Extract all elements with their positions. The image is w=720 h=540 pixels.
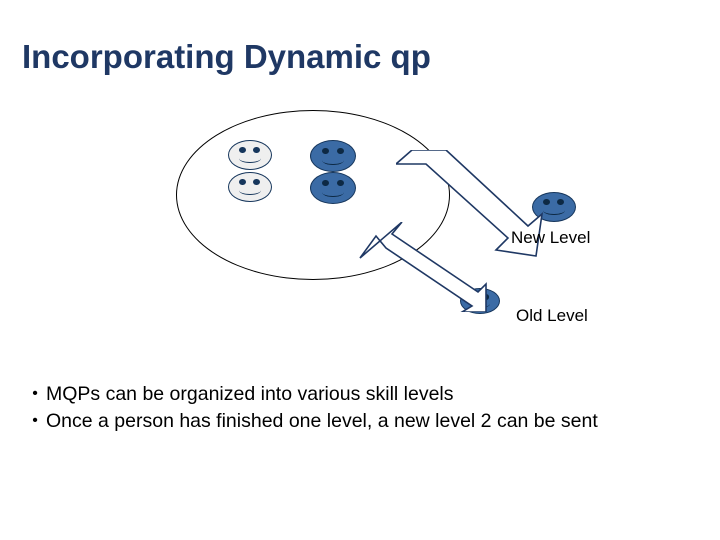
bullet-text: Once a person has finished one level, a … <box>46 409 598 432</box>
face-eye-right <box>336 179 344 187</box>
face-head <box>310 140 356 172</box>
face-eye-left <box>239 147 246 154</box>
face-mouth <box>543 206 565 216</box>
label-new-level: New Level <box>511 228 591 247</box>
smiley-face-light-2 <box>228 172 272 202</box>
list-item: • MQPs can be organized into various ski… <box>24 382 704 408</box>
label-old-level: Old Level <box>516 306 588 325</box>
face-eye-left <box>239 179 246 186</box>
smiley-face-dark-2 <box>310 172 356 204</box>
group-ellipse <box>176 110 450 280</box>
arrow-to-new-level <box>396 150 544 257</box>
face-head <box>228 172 272 202</box>
face-eye-right <box>253 147 261 154</box>
list-item: • Once a person has finished one level, … <box>24 409 704 435</box>
face-eye-right <box>253 179 261 186</box>
smiley-face-light-1 <box>228 140 272 170</box>
smiley-face-dark-1 <box>310 140 356 172</box>
face-mouth <box>321 187 345 197</box>
bullet-marker: • <box>32 385 38 402</box>
bullet-text: MQPs can be organized into various skill… <box>46 383 454 405</box>
bullet-marker: • <box>32 411 38 429</box>
face-mouth <box>239 186 261 196</box>
arrow-to-old-level <box>359 222 487 312</box>
face-eye-left <box>321 179 329 187</box>
face-eye-right <box>557 199 565 206</box>
bullet-list: • MQPs can be organized into various ski… <box>24 382 704 435</box>
face-eye-left <box>543 199 550 206</box>
face-eye-left <box>321 147 329 155</box>
face-mouth <box>321 155 345 165</box>
face-head <box>228 140 272 170</box>
face-eye-right <box>336 147 344 155</box>
face-mouth <box>239 154 261 164</box>
page-title: Incorporating Dynamic qp <box>22 38 431 75</box>
face-head <box>310 172 356 204</box>
